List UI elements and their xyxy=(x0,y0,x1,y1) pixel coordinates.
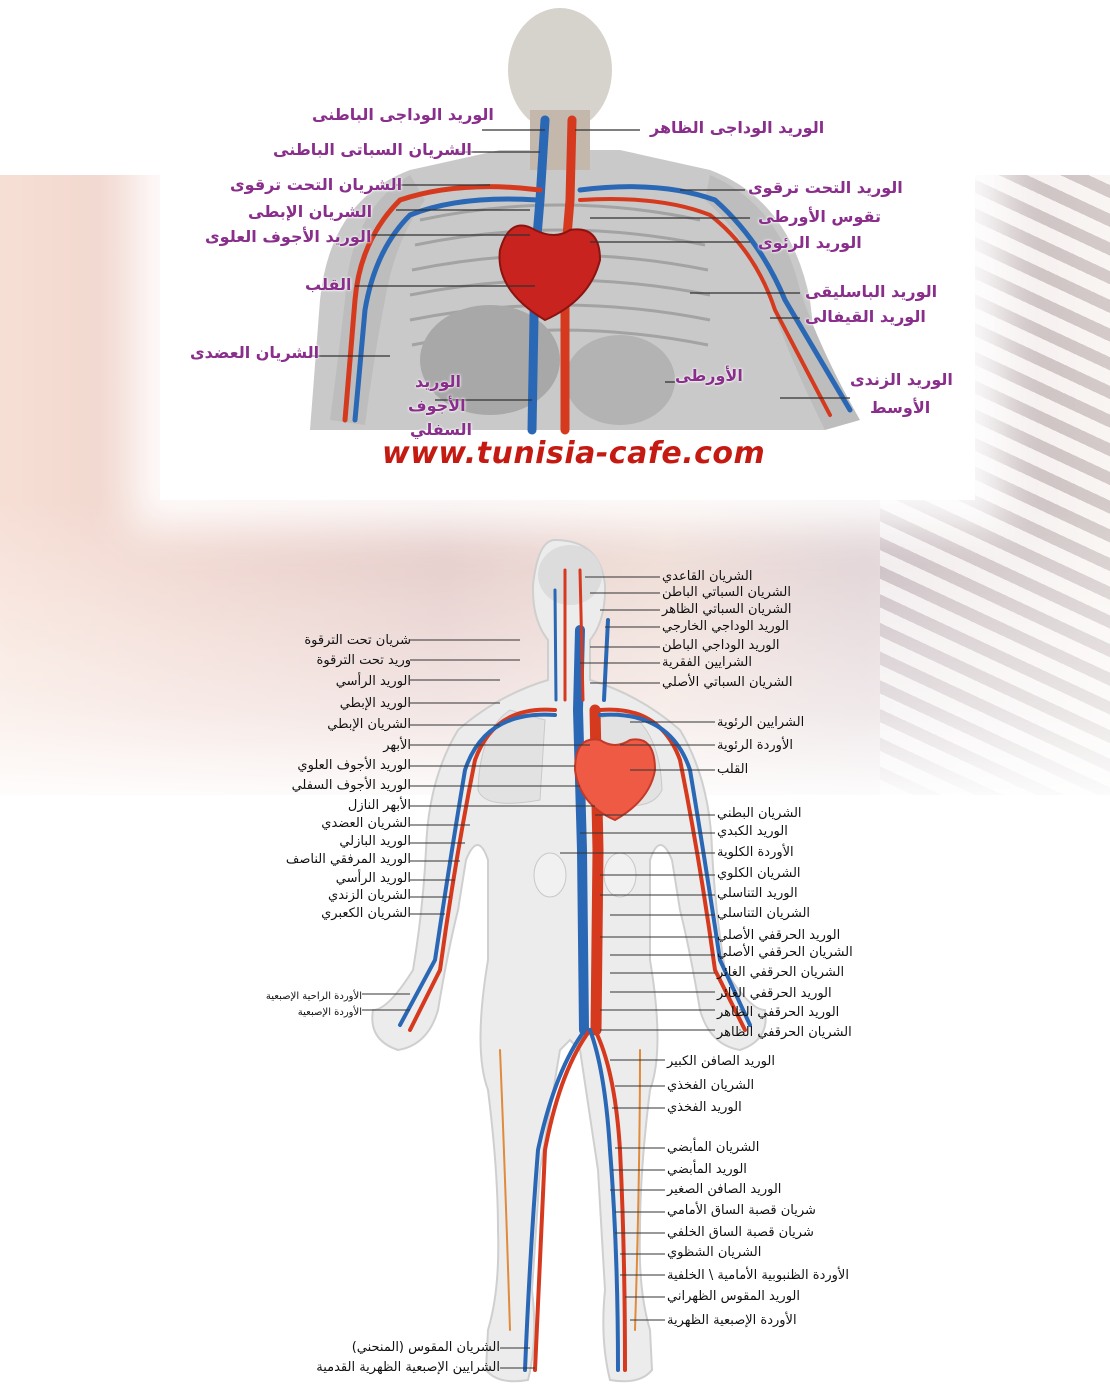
label-common-carotid-artery: الشريان السباتي الأصلي xyxy=(662,675,792,690)
label-great-saphenous-vein: الوريد الصافن الكبير xyxy=(667,1054,775,1069)
watermark-url: www.tunisia-cafe.com xyxy=(382,436,765,471)
label-superior-vena-cava-b: الوريد الأجوف العلوي xyxy=(281,758,411,773)
label-subclavian-artery: الشريان التحت ترقوى xyxy=(230,175,402,194)
label-heart: القلب xyxy=(305,275,351,294)
label-femoral-vein: الوريد الفخذي xyxy=(667,1100,742,1115)
label-external-jugular-vein: الوريد الوداجى الظاهر xyxy=(650,118,824,137)
label-internal-carotid-artery-b: الشريان السباتي الباطن xyxy=(662,585,791,600)
label-vertebral-arteries: الشرايين الفقرية xyxy=(662,655,752,670)
label-basilar-artery: الشريان القاعدي xyxy=(662,569,752,584)
label-celiac-artery: الشريان البطني xyxy=(717,806,802,821)
label-internal-iliac-artery: الشريان الحرقفي الغائر xyxy=(717,965,844,980)
label-renal-veins: الأوردة الكلوية xyxy=(717,845,794,860)
label-median-ulnar-vein-1: الوريد الزندى xyxy=(850,370,953,389)
label-median-ulnar-vein-2: الأوسط xyxy=(870,398,930,417)
upper-circulation-figure: الوريد الوداجى الباطنى الشريان السباتى ا… xyxy=(160,0,975,500)
label-ulnar-artery: الشريان الزندي xyxy=(311,888,411,903)
label-radial-artery: الشريان الكعبري xyxy=(311,906,411,921)
label-internal-carotid-artery: الشريان السباتى الباطنى xyxy=(273,140,472,159)
label-renal-artery: الشريان الكلوي xyxy=(717,866,801,881)
label-superior-vena-cava: الوريد الأجوف العلوى xyxy=(205,227,371,246)
label-median-cubital-vein: الوريد المرفقي الناصف xyxy=(271,852,411,867)
label-pulmonary-vein: الوريد الرئوى xyxy=(758,233,862,252)
full-body-circulation-illustration xyxy=(0,530,1110,1389)
label-axillary-artery-b: الشريان الإبطي xyxy=(311,717,411,732)
label-anterior-tibial-artery: شريان قصبة الساق الأمامي xyxy=(667,1203,816,1218)
label-tibial-veins: الأوردة الظنبوبية الأمامية \ الخلفية xyxy=(667,1268,849,1283)
label-dorsal-digital-veins: الأوردة الإصبعية الظهرية xyxy=(667,1313,797,1328)
label-internal-iliac-vein: الوريد الحرقفي الغائر xyxy=(717,986,832,1001)
label-brachial-artery-b: الشريان العضدي xyxy=(311,816,411,831)
label-internal-jugular-vein: الوريد الوداجى الباطنى xyxy=(312,105,494,124)
label-small-saphenous-vein: الوريد الصافن الصغير xyxy=(667,1182,781,1197)
label-common-iliac-vein: الوريد الحرقفي الأصلي xyxy=(717,928,840,943)
label-gonadal-vein: الوريد التناسلي xyxy=(717,886,798,901)
label-dorsal-venous-arch: الوريد المقوس الظهراني xyxy=(667,1289,800,1304)
label-popliteal-vein: الوريد المأبضي xyxy=(667,1162,747,1177)
label-arcuate-artery: الشريان المقوس (المنحني) xyxy=(320,1340,500,1355)
label-aorta: الأورطى xyxy=(675,366,743,385)
label-descending-aorta: الأبهر النازل xyxy=(311,798,411,813)
label-common-iliac-artery: الشريان الحرقفي الأصلي xyxy=(717,945,853,960)
label-basilic-vein: الوريد الباسليقى xyxy=(805,282,937,301)
label-dorsal-digital-arteries: الشرايين الإصبعية الظهرية القدمية xyxy=(290,1360,500,1375)
label-aorta-b: الأبهر xyxy=(311,738,411,753)
label-cephalic-vein-b-2: الوريد الرأسي xyxy=(311,871,411,886)
label-digital-veins: الأوردة الإصبعية xyxy=(232,1005,362,1020)
label-cephalic-vein: الوريد القيفالى xyxy=(805,307,926,326)
label-subclavian-vein-b: وريد تحت الترقوة xyxy=(311,653,411,668)
label-palmar-digital-veins: الأوردة الراحية الإصبعية xyxy=(232,989,362,1004)
label-external-iliac-vein: الوريد الحرقفي الظاهر xyxy=(717,1005,839,1020)
label-pulmonary-veins: الأوردة الرئوية xyxy=(717,738,793,753)
label-inferior-vena-cava-b: الوريد الأجوف السفلي xyxy=(281,778,411,793)
label-femoral-artery: الشريان الفخذي xyxy=(667,1078,754,1093)
label-posterior-tibial-artery: شريان قصبة الساق الخلفي xyxy=(667,1225,814,1240)
label-internal-jugular-vein-b: الوريد الوداجي الباطن xyxy=(662,638,780,653)
label-subclavian-artery-b: شريان تحت الترقوة xyxy=(311,633,411,648)
label-peroneal-artery: الشريان الشظوي xyxy=(667,1245,761,1260)
label-pulmonary-arteries: الشرايين الرئوية xyxy=(717,715,804,730)
label-subclavian-vein: الوريد التحت ترقوى xyxy=(748,178,903,197)
label-heart-b: القلب xyxy=(717,762,748,777)
label-gonadal-artery: الشريان التناسلي xyxy=(717,906,810,921)
label-external-jugular-vein-b: الوريد الوداجي الخارجي xyxy=(662,619,789,634)
label-cephalic-vein-b-1: الوريد الرأسي xyxy=(311,674,411,689)
label-external-carotid-artery: الشريان السباتي الظاهر xyxy=(662,602,791,617)
label-external-iliac-artery: الشريان الحرقفي الظاهر xyxy=(717,1025,852,1040)
label-axillary-artery: الشريان الإبطى xyxy=(248,202,372,221)
label-axillary-vein: الوريد الإبطي xyxy=(311,696,411,711)
label-aortic-arch: تقوس الأورطى xyxy=(758,207,881,226)
label-popliteal-artery: الشريان المأبضي xyxy=(667,1140,759,1155)
label-basilic-vein-b: الوريد البازلي xyxy=(311,834,411,849)
label-inferior-vena-cava-1: الوريد xyxy=(415,372,461,391)
label-inferior-vena-cava-2: الأجوف xyxy=(408,396,466,415)
label-hepatic-vein: الوريد الكبدي xyxy=(717,824,788,839)
label-brachial-artery: الشريان العضدى xyxy=(190,343,319,362)
